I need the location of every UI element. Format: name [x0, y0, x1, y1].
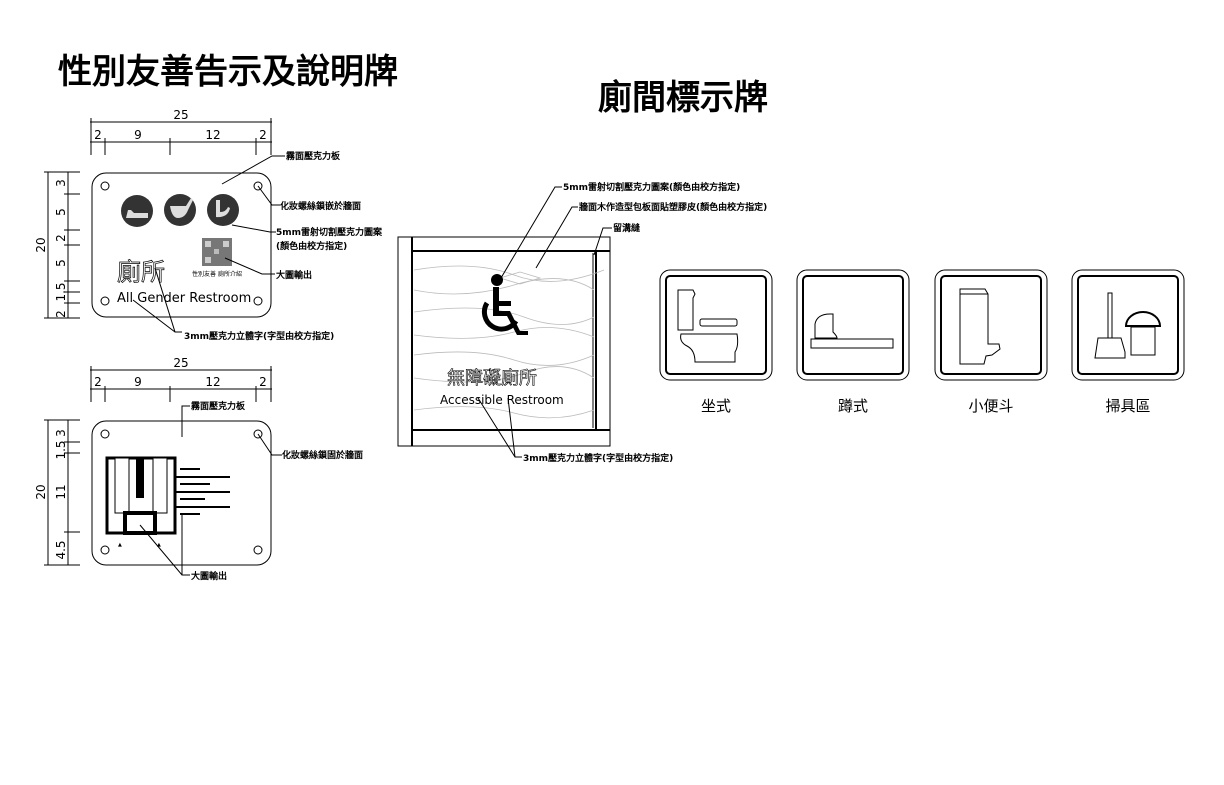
top-sign: 25 2 9 12 2: [34, 108, 383, 342]
urinal-icon: [959, 288, 1001, 365]
note-screw: 化妝螺絲鎖嵌於牆面: [280, 200, 361, 212]
title-stall-sign: 廁間標示牌: [598, 78, 768, 118]
urinal-icon: [207, 194, 239, 226]
dim-total-width: 25: [173, 108, 188, 122]
screw-icon: [100, 296, 110, 306]
entrance-mark: ▲: [118, 542, 122, 548]
dim-h: 2: [259, 128, 267, 142]
note-pattern: 5mm雷射切割壓克力圖案(顏色由校方指定): [563, 181, 740, 193]
accessible-stall-sign: 無障礙廁所 Accessible Restroom 5mm雷射切割壓克力圖案(顏…: [397, 181, 767, 464]
dim-total-height: 20: [34, 484, 48, 499]
dim-v: 4.5: [54, 540, 68, 559]
note-pattern-sub: (顏色由校方指定): [276, 240, 347, 252]
squat-toilet-icon: [121, 195, 153, 227]
stall-icon-cleaning: 掃具區: [1071, 269, 1185, 415]
dim-v: 2: [54, 234, 68, 242]
dim-v: 1.5: [54, 440, 68, 459]
dim-v: 5: [54, 259, 68, 267]
screw-icon: [100, 545, 110, 555]
screw-icon: [253, 429, 263, 439]
dim-h: 9: [134, 128, 142, 142]
screw-icon: [100, 181, 110, 191]
note-board: 霧面壓克力板: [190, 400, 246, 412]
qr-code: [202, 238, 232, 266]
note-board: 霧面壓克力板: [285, 150, 341, 162]
dim-total-height: 20: [34, 237, 48, 252]
squat-toilet-icon: [810, 313, 894, 349]
bottom-sign: 25 2 9 12 2 20 3 1.5 11 4.5: [34, 356, 363, 582]
dim-v: 5: [54, 208, 68, 216]
stall-icon-label: 蹲式: [838, 397, 868, 415]
qr-caption: 性別友善 廁所介紹: [192, 270, 242, 278]
dim-h: 9: [134, 375, 142, 389]
stall-icon-sit: 坐式: [659, 269, 773, 415]
sign-text-en: Accessible Restroom: [440, 393, 564, 407]
stall-icon-label: 坐式: [701, 397, 731, 415]
sign-text-en: All Gender Restroom: [117, 291, 251, 306]
cleaning-tools-icon: [1094, 292, 1162, 359]
sign-text-zh: 廁所: [117, 258, 165, 286]
note-screw: 化妝螺絲鎖固於牆面: [282, 449, 363, 461]
sign-text-zh: 無障礙廁所: [447, 367, 537, 389]
top-sign-dimensions: 25 2 9 12 2: [34, 108, 272, 319]
dim-v: 3: [54, 179, 68, 187]
sit-toilet-icon: [677, 289, 739, 363]
dim-v: 2: [54, 310, 68, 318]
dim-v: 1.5: [54, 282, 68, 301]
stall-icon-urinal: 小便斗: [934, 269, 1048, 415]
screw-icon: [253, 296, 263, 306]
note-print: 大圖輸出: [191, 570, 227, 582]
note-letters: 3mm壓克力立體字(字型由校方指定): [523, 452, 673, 464]
entrance-mark: ▲: [157, 542, 161, 548]
note-wall: 牆面木作造型包板面貼塑膠皮(顏色由校方指定): [579, 201, 767, 213]
dim-h: 12: [205, 375, 220, 389]
wood-grain: [413, 265, 605, 419]
screw-icon: [253, 181, 263, 191]
note-pattern: 5mm雷射切割壓克力圖案: [276, 226, 383, 238]
floor-plan-print: ▲ ▲: [105, 456, 177, 548]
note-gap: 留溝縫: [613, 222, 641, 234]
note-print: 大圖輸出: [276, 269, 312, 281]
stall-icon-squat: 蹲式: [796, 269, 910, 415]
dim-h: 12: [205, 128, 220, 142]
title-gender-friendly-sign: 性別友善告示及說明牌: [58, 52, 398, 92]
dim-total-width: 25: [173, 356, 188, 370]
dim-v: 3: [54, 429, 68, 437]
stall-icon-label: 小便斗: [968, 397, 1013, 415]
screw-icon: [100, 429, 110, 439]
dim-v: 11: [54, 484, 68, 499]
dim-h: 2: [259, 375, 267, 389]
dim-h: 2: [94, 128, 102, 142]
wheelchair-icon: [481, 274, 528, 335]
top-sign-board: [91, 172, 272, 318]
screw-icon: [253, 545, 263, 555]
note-letters: 3mm壓克力立體字(字型由校方指定): [184, 330, 334, 342]
sit-toilet-icon: [164, 194, 196, 226]
explanation-text-block: [175, 468, 230, 515]
stall-icon-label: 掃具區: [1105, 397, 1150, 415]
dim-h: 2: [94, 375, 102, 389]
